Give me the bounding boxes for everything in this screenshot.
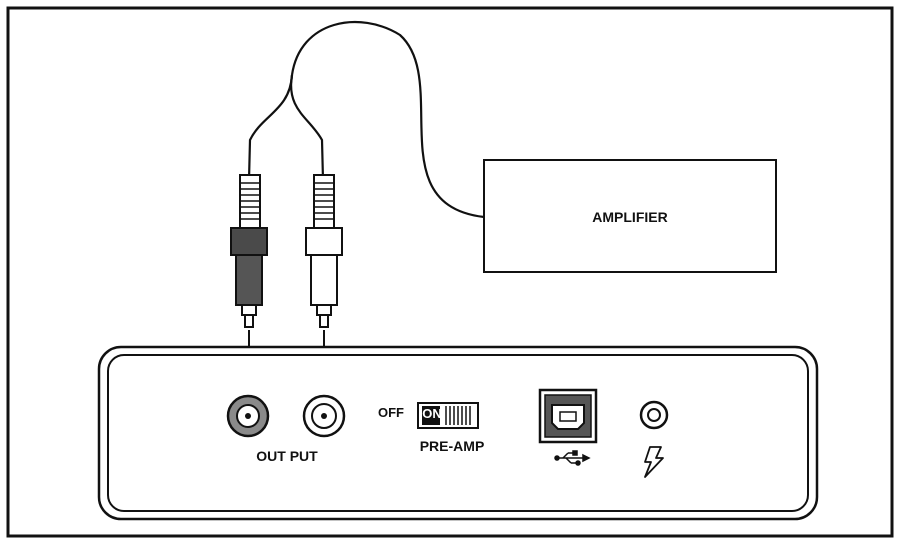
switch-off-label: OFF xyxy=(378,405,404,420)
cable-split-left xyxy=(247,74,294,181)
rca-plug-white xyxy=(305,174,343,328)
usb-b-port-icon xyxy=(538,388,598,444)
amplifier-cable xyxy=(289,21,485,219)
output-jack-right xyxy=(302,394,346,438)
rca-plug-dark xyxy=(230,174,268,328)
output-label: OUT PUT xyxy=(256,448,318,464)
device-panel-inner xyxy=(107,354,809,512)
preamp-switch[interactable] xyxy=(417,402,479,429)
device-panel-outer xyxy=(97,345,819,521)
lightning-bolt-icon xyxy=(644,446,664,478)
switch-on-label: ON xyxy=(422,406,442,421)
outer-frame xyxy=(6,6,894,538)
output-jack-left xyxy=(226,394,270,438)
dc-power-jack-icon xyxy=(639,400,669,430)
preamp-label: PRE-AMP xyxy=(420,438,485,454)
amplifier-label: AMPLIFIER xyxy=(592,209,667,225)
usb-symbol-icon xyxy=(554,450,591,466)
amplifier-box xyxy=(483,159,777,273)
